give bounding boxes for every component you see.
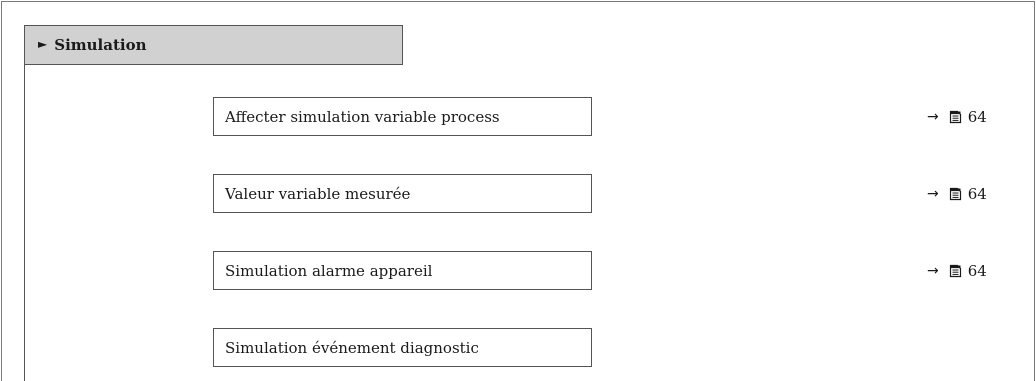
section-title: Simulation <box>54 36 147 54</box>
page-reference-icon <box>949 187 962 201</box>
arrow-right-icon: → <box>927 109 939 125</box>
section-header-simulation[interactable]: ► Simulation <box>24 25 403 65</box>
page-reference[interactable]: → 64 <box>927 184 987 204</box>
page-reference-icon <box>949 264 962 278</box>
page-number: 64 <box>967 185 987 203</box>
param-label: Simulation alarme appareil <box>225 261 433 280</box>
expand-triangle-icon: ► <box>38 37 48 51</box>
param-label: Simulation événement diagnostic <box>225 338 479 357</box>
page-reference[interactable]: → 64 <box>927 107 987 127</box>
arrow-right-icon: → <box>927 263 939 279</box>
param-label: Affecter simulation variable process <box>225 107 500 126</box>
param-label: Valeur variable mesurée <box>225 184 411 203</box>
tree-connector-line <box>24 64 25 381</box>
param-affecter-simulation-variable-process[interactable]: Affecter simulation variable process <box>213 97 592 136</box>
page-reference[interactable]: → 64 <box>927 261 987 281</box>
param-simulation-evenement-diagnostic[interactable]: Simulation événement diagnostic <box>213 328 592 367</box>
page-number: 64 <box>967 262 987 280</box>
arrow-right-icon: → <box>927 186 939 202</box>
page-number: 64 <box>967 108 987 126</box>
param-simulation-alarme-appareil[interactable]: Simulation alarme appareil <box>213 251 592 290</box>
page-reference-icon <box>949 110 962 124</box>
param-valeur-variable-mesuree[interactable]: Valeur variable mesurée <box>213 174 592 213</box>
